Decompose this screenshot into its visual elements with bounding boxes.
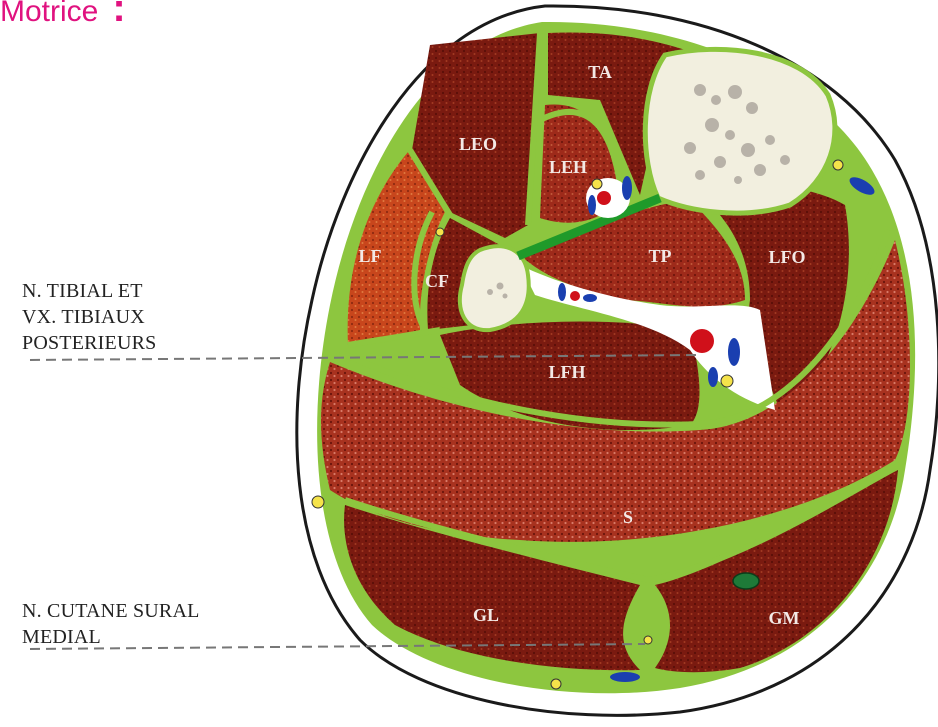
superficial-fibular-nerve [436, 228, 444, 236]
label-ta: TA [588, 62, 612, 82]
label-lfo: LFO [768, 247, 805, 267]
tibia-bone [645, 49, 835, 213]
anterior-tibial-artery [597, 191, 611, 205]
deep-fibular-nerve [592, 179, 602, 189]
tibial-callout-line-2: VX. TIBIAUX [22, 304, 156, 330]
posterior-tibial-artery [690, 329, 714, 353]
medial-sural-cutaneous-nerve [644, 636, 652, 644]
sural-callout-line-2: MEDIAL [22, 624, 200, 650]
label-gl: GL [473, 605, 499, 625]
label-tp: TP [648, 246, 671, 266]
tibial-callout-line-1: N. TIBIAL ET [22, 278, 156, 304]
posterior-tibial-vein-2 [708, 367, 718, 387]
label-lf: LF [358, 246, 381, 266]
small-saphenous-vein [610, 672, 640, 682]
fibular-vein-2 [583, 294, 597, 302]
saphenous-nerve [833, 160, 843, 170]
label-cf: CF [425, 271, 449, 291]
tibial-callout-line-3: POSTERIEURS [22, 330, 156, 356]
label-gm: GM [769, 608, 800, 628]
sural-callout: N. CUTANE SURAL MEDIAL [22, 598, 200, 650]
label-leo: LEO [459, 134, 497, 154]
posterior-tibial-vein [728, 338, 740, 366]
anterior-tibial-vein [622, 176, 632, 200]
label-lfh: LFH [548, 362, 585, 382]
sural-communicating-nerve [312, 496, 324, 508]
label-leh: LEH [549, 157, 587, 177]
tibial-nerve [721, 375, 733, 387]
fibular-artery [570, 291, 580, 301]
sural-callout-line-1: N. CUTANE SURAL [22, 598, 200, 624]
label-s: S [623, 507, 633, 527]
tibial-callout: N. TIBIAL ET VX. TIBIAUX POSTERIEURS [22, 278, 156, 356]
sural-vessel [733, 573, 759, 589]
fibula-bone [460, 246, 529, 330]
lateral-sural-nerve [551, 679, 561, 689]
fibular-vein [558, 283, 566, 301]
anterior-tibial-vein-2 [588, 195, 596, 215]
